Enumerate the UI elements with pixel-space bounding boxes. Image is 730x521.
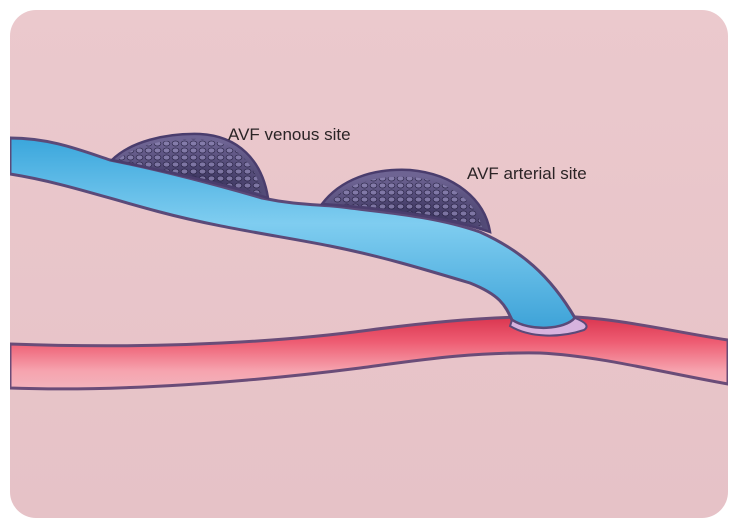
avf-diagram bbox=[10, 10, 728, 518]
background bbox=[10, 10, 728, 518]
arterial-site-label: AVF arterial site bbox=[467, 164, 587, 184]
diagram-panel: AVF venous site AVF arterial site bbox=[10, 10, 728, 518]
venous-site-label: AVF venous site bbox=[228, 125, 351, 145]
